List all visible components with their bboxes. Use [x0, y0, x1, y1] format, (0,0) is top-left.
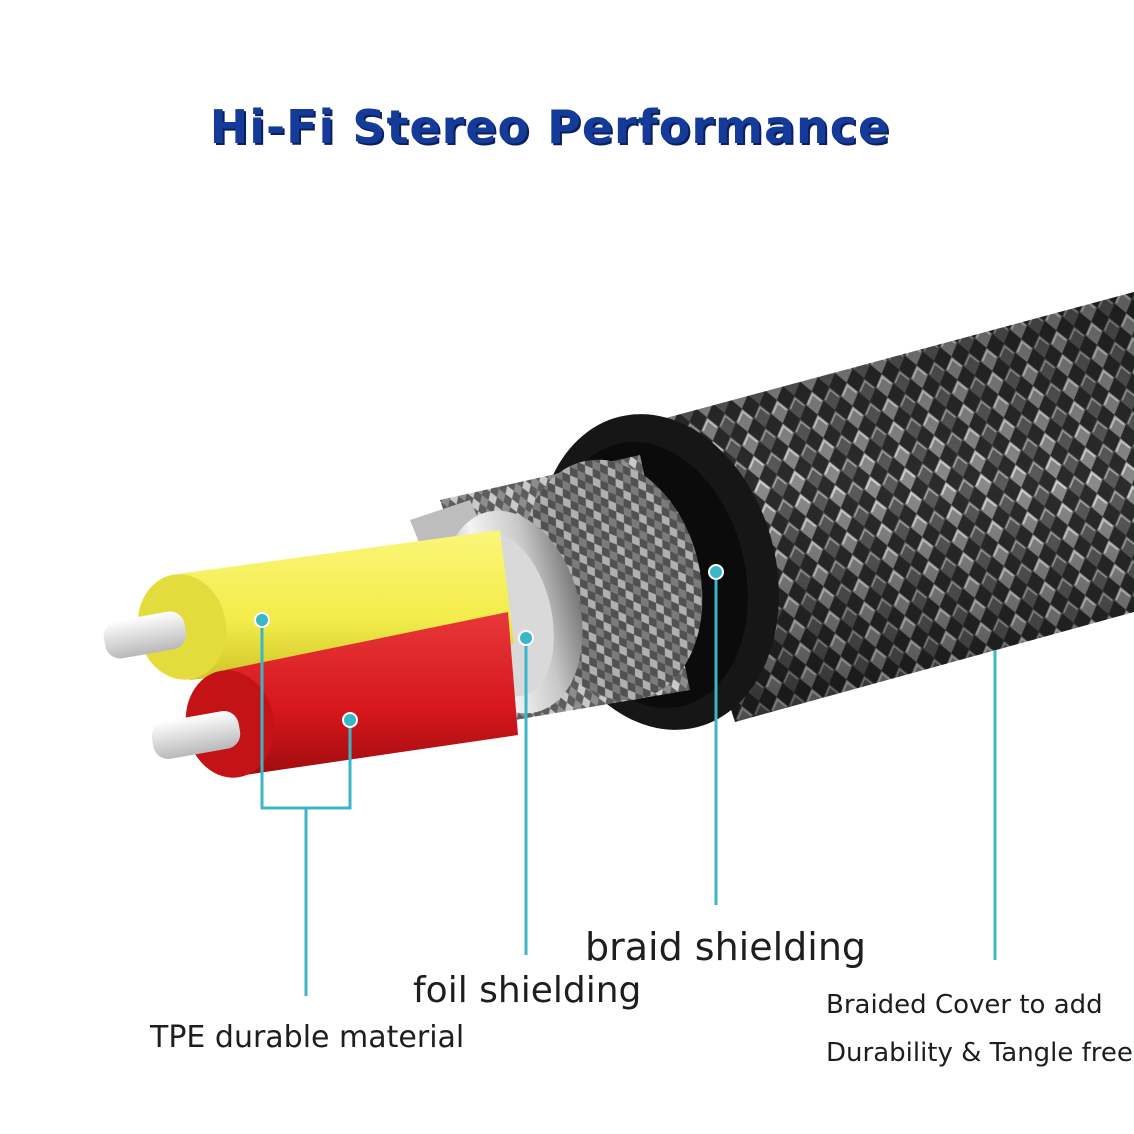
foil-shielding-label: foil shielding — [413, 970, 642, 1011]
red-conductor — [151, 612, 518, 778]
tpe-yellow-dot — [254, 612, 270, 628]
braided-cover-label-line2: Durability & Tangle free — [826, 1038, 1133, 1068]
braid-shielding-label: braid shielding — [585, 925, 867, 969]
leader-dots — [254, 564, 724, 728]
braided-cover-label-line1: Braided Cover to add — [826, 990, 1103, 1020]
foil-dot — [518, 630, 534, 646]
tpe-material-label: TPE durable material — [150, 1020, 465, 1055]
leader-lines — [260, 572, 997, 996]
page-title: Hi-Fi Stereo Performance — [209, 100, 891, 154]
tpe-red-dot — [342, 712, 358, 728]
braid-dot — [708, 564, 724, 580]
